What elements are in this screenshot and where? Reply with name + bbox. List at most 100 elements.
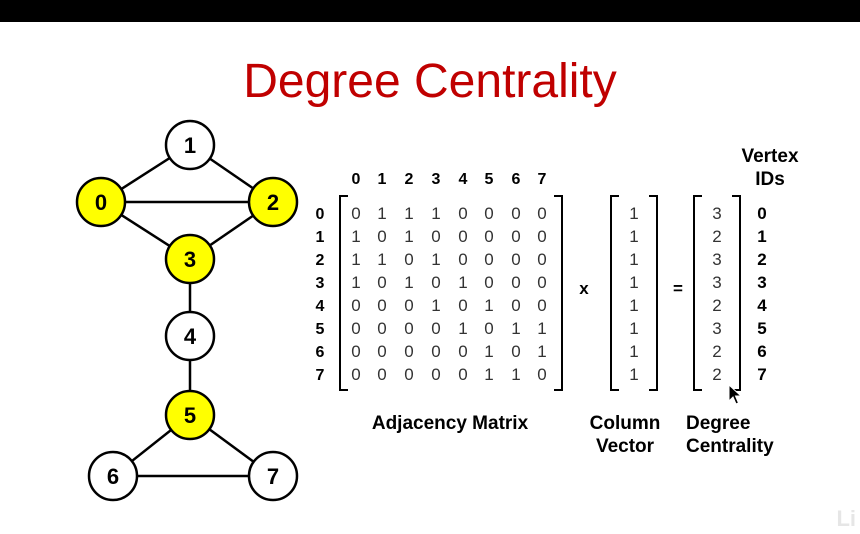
matrix-cell-6-5: 1 (484, 342, 493, 361)
column-vector-cell-6: 1 (629, 342, 638, 361)
graph-node-label-7: 7 (267, 464, 279, 489)
matrix-cell-1-3: 0 (431, 227, 440, 246)
matrix-cell-1-4: 0 (458, 227, 467, 246)
matrix-cell-2-6: 0 (511, 250, 520, 269)
matrix-cell-2-7: 0 (537, 250, 546, 269)
graph-node-label-0: 0 (95, 190, 107, 215)
degree-cell-0: 3 (712, 204, 721, 223)
vertex-id-4: 4 (757, 296, 767, 315)
top-bar (0, 0, 860, 22)
degree-centrality-label: Degree Centrality (678, 412, 788, 458)
column-vector-cell-7: 1 (629, 365, 638, 384)
matrix-col-header-5: 5 (485, 171, 494, 188)
matrix-cell-5-5: 0 (484, 319, 493, 338)
graph-node-label-6: 6 (107, 464, 119, 489)
vertex-id-2: 2 (757, 250, 766, 269)
matrix-row-header-3: 3 (316, 275, 325, 292)
degree-cell-3: 3 (712, 273, 721, 292)
matrix-cell-5-3: 0 (431, 319, 440, 338)
matrix-left-bracket (339, 195, 348, 391)
matrix-cell-6-6: 0 (511, 342, 520, 361)
matrix-cell-0-7: 0 (537, 204, 546, 223)
matrix-row-header-2: 2 (316, 252, 325, 269)
matrix-cell-2-3: 1 (431, 250, 440, 269)
vertex-id-1: 1 (757, 227, 766, 246)
graph-node-0 (75, 176, 127, 228)
vertex-id-5: 5 (757, 319, 766, 338)
matrix-cell-0-3: 1 (431, 204, 440, 223)
matrix-cell-7-4: 0 (458, 365, 467, 384)
matrix-cell-1-0: 1 (351, 227, 360, 246)
graph-node-4 (164, 310, 216, 362)
matrix-row-header-4: 4 (316, 298, 325, 315)
graph-node-2 (247, 176, 299, 228)
matrix-cell-3-4: 1 (458, 273, 467, 292)
matrix-col-header-1: 1 (378, 171, 387, 188)
matrix-cell-7-2: 0 (404, 365, 413, 384)
vertex-id-6: 6 (757, 342, 766, 361)
graph-node-label-5: 5 (184, 403, 196, 428)
matrix-cell-1-1: 0 (377, 227, 386, 246)
matrix-cell-5-1: 0 (377, 319, 386, 338)
matrix-cell-5-7: 1 (537, 319, 546, 338)
graph-node-7 (247, 450, 299, 502)
matrix-right-bracket (554, 195, 563, 391)
matrix-cell-6-7: 1 (537, 342, 546, 361)
matrix-cell-1-6: 0 (511, 227, 520, 246)
vertex-ids-header-line2: IDs (755, 169, 785, 190)
watermark: Li (836, 506, 856, 531)
column-vector-label: Column Vector (585, 412, 665, 458)
degree-centrality-label-line2: Centrality (686, 436, 774, 457)
matrix-cell-0-1: 1 (377, 204, 386, 223)
column-vector-cell-5: 1 (629, 319, 638, 338)
column-vector-cell-4: 1 (629, 296, 638, 315)
matrix-cell-3-5: 0 (484, 273, 493, 292)
matrix-cell-2-0: 1 (351, 250, 360, 269)
degree-cell-5: 3 (712, 319, 721, 338)
matrix-cell-2-2: 0 (404, 250, 413, 269)
graph-node-6 (87, 450, 139, 502)
matrix-cell-0-0: 0 (351, 204, 360, 223)
matrix-cell-4-1: 0 (377, 296, 386, 315)
degree-cell-7: 2 (712, 365, 721, 384)
matrix-cell-3-6: 0 (511, 273, 520, 292)
matrix-row-header-5: 5 (316, 321, 325, 338)
matrix-cell-4-0: 0 (351, 296, 360, 315)
matrix-cell-4-7: 0 (537, 296, 546, 315)
multiply-operator: x (579, 279, 589, 298)
matrix-col-header-6: 6 (512, 171, 521, 188)
page-title: Degree Centrality (243, 55, 617, 108)
column-vector-left-bracket (610, 195, 619, 391)
matrix-cell-5-4: 1 (458, 319, 467, 338)
mouse-cursor-icon (728, 384, 742, 405)
matrix-cell-3-1: 0 (377, 273, 386, 292)
matrix-cell-6-3: 0 (431, 342, 440, 361)
matrix-cell-2-5: 0 (484, 250, 493, 269)
column-vector-cell-1: 1 (629, 227, 638, 246)
matrix-cell-3-0: 1 (351, 273, 360, 292)
degree-cell-6: 2 (712, 342, 721, 361)
vertex-id-0: 0 (757, 204, 766, 223)
matrix-col-header-3: 3 (432, 171, 441, 188)
degree-cell-1: 2 (712, 227, 721, 246)
matrix-cell-4-5: 1 (484, 296, 493, 315)
matrix-cell-3-3: 0 (431, 273, 440, 292)
matrix-row-header-7: 7 (316, 367, 325, 384)
matrix-cell-2-4: 0 (458, 250, 467, 269)
column-vector-label-line1: Column (589, 413, 661, 434)
matrix-cell-3-2: 1 (404, 273, 413, 292)
matrix-cell-7-7: 0 (537, 365, 546, 384)
graph-node-5 (164, 389, 216, 441)
column-vector-cell-2: 1 (629, 250, 638, 269)
matrix-cell-7-3: 0 (431, 365, 440, 384)
vertex-ids-header-line1: Vertex (741, 146, 799, 167)
equals-operator: = (673, 279, 683, 298)
matrix-cell-7-0: 0 (351, 365, 360, 384)
vertex-id-3: 3 (757, 273, 766, 292)
matrix-cell-4-4: 0 (458, 296, 467, 315)
degree-left-bracket (693, 195, 702, 391)
matrix-cell-7-6: 1 (511, 365, 520, 384)
